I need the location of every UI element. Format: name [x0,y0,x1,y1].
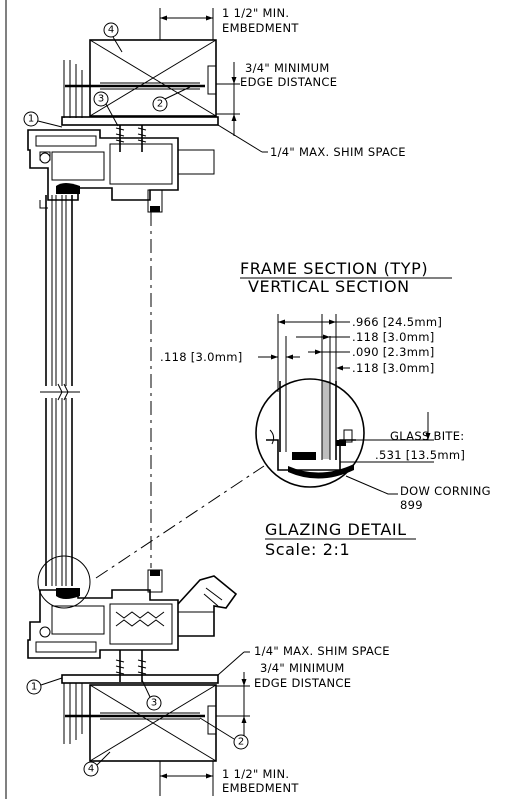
bottom-embedment-label: 1 1/2" MIN. [222,767,289,781]
callout-2-top: 2 [152,86,191,112]
bottom-edge-distance-dimension [216,672,250,736]
frame-section-title: FRAME SECTION (TYP) [240,259,428,278]
callout-3-bottom: 3 [141,679,162,711]
glazing-detail-title: GLAZING DETAIL [265,520,407,539]
top-edge-distance-dimension [216,62,240,136]
bottom-fastener [65,712,205,720]
glazing-detail-circle [255,378,365,488]
bottom-embedment-label-2: EMBEDMENT [222,781,299,795]
callout-1-top: 1 [23,111,63,128]
sealant-label: DOW CORNING [400,484,491,498]
callout-3-top: 3 [93,91,119,127]
top-glazing-seal [56,183,80,194]
top-frame-profile [27,125,215,213]
top-fastener [65,82,205,90]
glazing-dimension-lines [258,314,350,392]
svg-text:2: 2 [157,99,163,110]
bottom-wood-buck [89,684,217,762]
top-shim-label: 1/4" MAX. SHIM SPACE [270,145,406,159]
bottom-embedment-dimension [159,761,214,796]
bottom-edge-label: 3/4" MINIMUM [260,661,345,675]
glass-pane [40,195,80,586]
top-wood-buck [89,39,217,117]
bottom-wall-face [63,683,83,744]
top-edge-label-2: EDGE DISTANCE [240,75,337,89]
detail-leader-line [95,465,265,579]
top-embedment-dimension [159,8,214,40]
callout-4-bottom: 4 [83,751,111,777]
glass-bite-label: GLASS BITE: [390,429,464,443]
svg-text:3: 3 [98,94,104,105]
callout-2-bottom: 2 [199,717,249,750]
detail-reference-circle [37,555,91,609]
bottom-frame-profile [27,569,238,682]
top-embedment-label-2: EMBEDMENT [222,21,299,35]
svg-text:3: 3 [151,698,157,709]
frame-section-subtitle: VERTICAL SECTION [248,277,410,296]
svg-text:4: 4 [108,25,114,36]
sealant-label-2: 899 [400,498,423,512]
dimension-118-b: .118 [3.0mm] [352,361,435,375]
dimension-090: .090 [2.3mm] [352,345,435,359]
glazing-detail-scale: Scale: 2:1 [265,540,350,559]
sealant-leader [345,475,398,495]
callout-1-bottom: 1 [26,677,63,695]
callout-4-top: 4 [103,22,123,53]
glass-bite-value: .531 [13.5mm] [375,448,465,462]
svg-text:1: 1 [31,682,37,693]
svg-text:2: 2 [238,737,244,748]
svg-text:1: 1 [28,114,34,125]
bottom-shim [61,651,250,684]
top-embedment-label: 1 1/2" MIN. [222,6,289,20]
dimension-118-a: .118 [3.0mm] [352,330,435,344]
top-shim [61,116,268,153]
glass-bite-dimension [340,412,434,463]
svg-text:4: 4 [88,764,94,775]
bottom-edge-label-2: EDGE DISTANCE [254,676,351,690]
bottom-shim-label: 1/4" MAX. SHIM SPACE [254,644,390,658]
top-edge-label: 3/4" MINIMUM [245,61,330,75]
dimension-966: .966 [24.5mm] [352,315,442,329]
dimension-118-left: .118 [3.0mm] [160,350,243,364]
top-wall-face [63,60,83,118]
